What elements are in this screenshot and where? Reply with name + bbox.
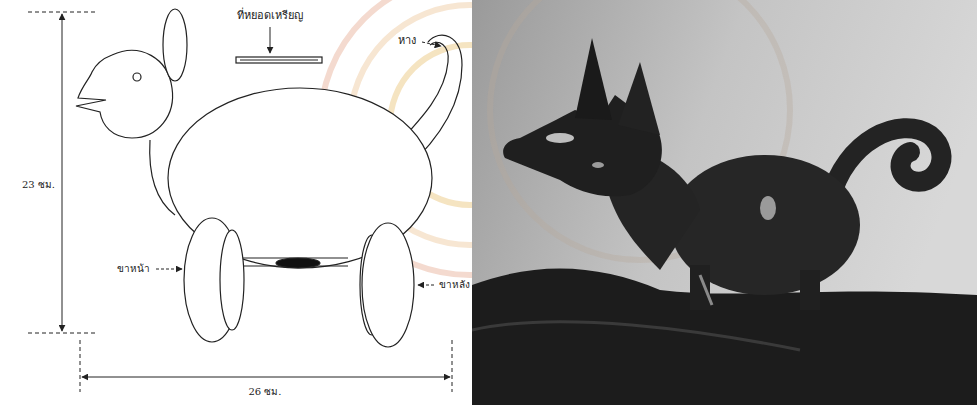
front-leg-label: ขาหน้า	[115, 262, 152, 276]
ear	[163, 9, 187, 81]
dimension-label: 26 ซม.	[246, 385, 283, 399]
plug	[276, 258, 320, 268]
eye	[133, 73, 141, 81]
chest	[150, 140, 175, 215]
tail-label: หาง	[396, 34, 418, 48]
sculpture-ear	[618, 62, 660, 135]
dimension-label: 23 ซม.	[20, 178, 57, 192]
photo	[472, 0, 977, 405]
coin-slot-label: ที่หยอดเหรียญ	[235, 9, 305, 23]
height-dimension	[28, 12, 98, 333]
front-leg-inner	[220, 230, 244, 330]
back-leg-label: ขาหลัง	[437, 278, 472, 292]
cloth	[472, 269, 977, 405]
leader-lines	[156, 27, 441, 285]
head	[76, 50, 173, 138]
coin-slot	[236, 57, 322, 63]
sculpture-tail	[830, 128, 941, 200]
dog-outline	[76, 9, 462, 347]
back-leg-outer	[362, 223, 414, 347]
sculpture-slot	[760, 196, 776, 220]
sculpture-ear	[575, 38, 612, 120]
